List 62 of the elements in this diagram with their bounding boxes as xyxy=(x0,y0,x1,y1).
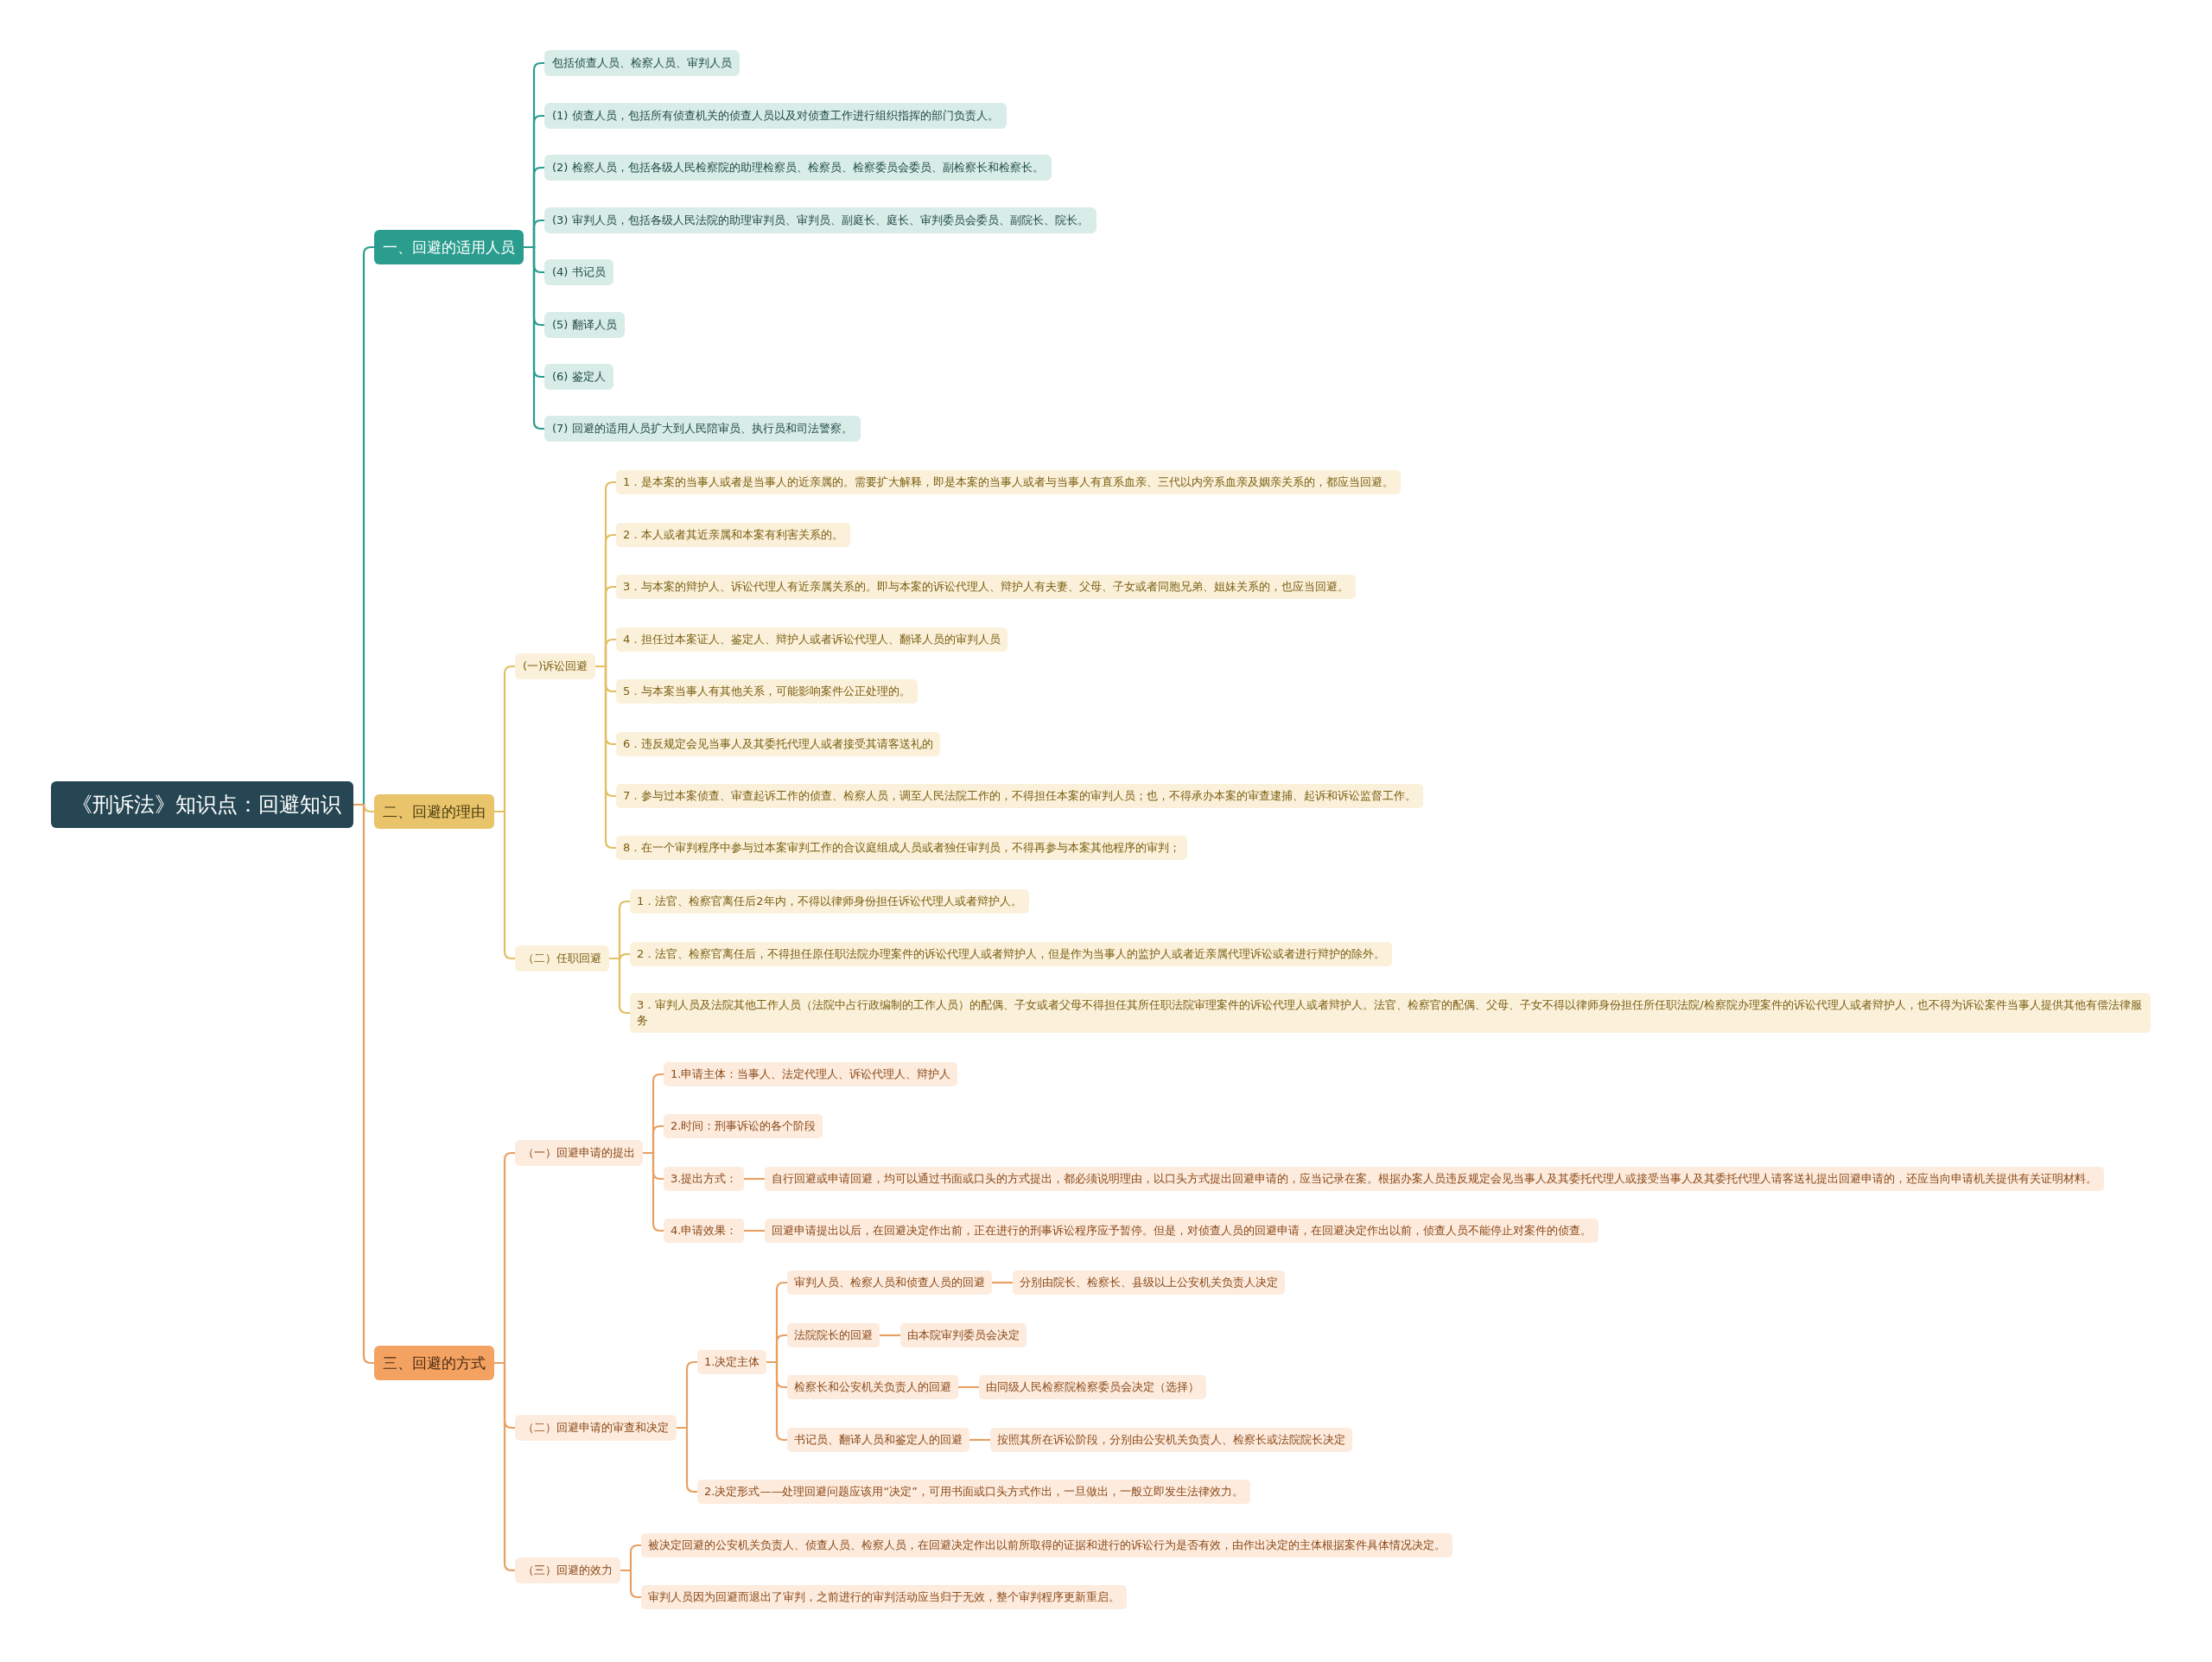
detail-box: 检察长和公安机关负责人的回避 xyxy=(787,1375,958,1399)
detail-box: 被决定回避的公安机关负责人、侦查人员、检察人员，在回避决定作出以前所取得的证据和进行的诉讼行为是否有效，由作出决定的主体根据案件具体情况决定。 xyxy=(641,1533,1452,1557)
connector-line xyxy=(643,1151,664,1232)
detail-box: 1．法官、检察官离任后2年内，不得以律师身份担任诉讼代理人或者辩护人。 xyxy=(630,889,1029,914)
main-branch-topic: 一、回避的适用人员 xyxy=(374,230,524,264)
connector-line xyxy=(766,1360,787,1442)
connector-line xyxy=(524,245,544,430)
detail-box: 3．与本案的辩护人、诉讼代理人有近亲属关系的。即与本案的诉讼代理人、辩护人有夫妻、父母、子女或者同胞兄弟、姐妹关系的，也应当回避。 xyxy=(616,575,1357,599)
main-branch-topic: 三、回避的方式 xyxy=(374,1346,494,1380)
subtopic-box: 包括侦查人员、检察人员、审判人员 xyxy=(544,50,740,76)
subtopic-box: (2) 检察人员，包括各级人民检察院的助理检察员、检察员、检察委员会委员、副检察长和检察长。 xyxy=(544,155,1052,181)
connector-line xyxy=(958,1385,979,1389)
connector-line xyxy=(595,665,616,850)
subtopic-box: (一)诉讼回避 xyxy=(515,653,596,679)
detail-box: 7．参与过本案侦查、审查起诉工作的侦查、检察人员，调至人民法院工作的，不得担任本案的审判人员；也，不得承办本案的审查逮捕、起诉和诉讼监督工作。 xyxy=(616,784,1424,808)
subtopic-box: (3) 审判人员，包括各级人民法院的助理审判员、审判员、副庭长、庭长、审判委员会委员、副院长、院长。 xyxy=(544,207,1096,233)
central-topic: 《刑诉法》知识点：回避知识 xyxy=(51,781,353,828)
subtopic-box: (6) 鉴定人 xyxy=(544,364,613,390)
detail-box: 书记员、翻译人员和鉴定人的回避 xyxy=(787,1428,969,1452)
subtopic-box: (1) 侦查人员，包括所有侦查机关的侦查人员以及对侦查工作进行组织指挥的部门负责人。 xyxy=(544,103,1007,129)
detail-box: 审判人员、检察人员和侦查人员的回避 xyxy=(787,1270,992,1295)
detail-box: 由同级人民检察院检察委员会决定（选择） xyxy=(979,1375,1206,1399)
detail-box: 2.时间：刑事诉讼的各个阶段 xyxy=(664,1114,823,1138)
detail-box: 1.决定主体 xyxy=(697,1350,767,1374)
connector-line xyxy=(969,1438,990,1442)
connector-line xyxy=(494,810,515,960)
connector-line xyxy=(744,1177,765,1181)
detail-box: 法院院长的回避 xyxy=(787,1323,880,1347)
detail-box: 2．法官、检察官离任后，不得担任原任职法院办理案件的诉讼代理人或者辩护人，但是作为当事人的监护人或者近亲属代理诉讼或者进行辩护的除外。 xyxy=(630,942,1393,966)
subtopic-box: (4) 书记员 xyxy=(544,259,613,285)
detail-box: 由本院审判委员会决定 xyxy=(900,1323,1027,1347)
subtopic-box: （二）回避申请的审查和决定 xyxy=(515,1415,677,1441)
detail-box: 5．与本案当事人有其他关系，可能影响案件公正处理的。 xyxy=(616,679,918,704)
connector-line xyxy=(620,1569,641,1599)
detail-box: 1．是本案的当事人或者是当事人的近亲属的。需要扩大解释，即是本案的当事人或者与当事人有直系血亲、三代以内旁系血亲及姻亲关系的，都应当回避。 xyxy=(616,470,1402,494)
detail-box: 2.决定形式——处理回避问题应该用“决定”，可用书面或口头方式作出，一旦做出，一般立即发生法律效力。 xyxy=(697,1480,1250,1504)
subtopic-box: （二）任职回避 xyxy=(515,946,609,971)
connector-line xyxy=(677,1426,697,1493)
detail-box: 审判人员因为回避而退出了审判，之前进行的审判活动应当归于无效，整个审判程序更新重启。 xyxy=(641,1585,1127,1609)
detail-box: 4.申请效果： xyxy=(664,1219,745,1243)
detail-box: 3.提出方式： xyxy=(664,1167,745,1191)
subtopic-box: (7) 回避的适用人员扩大到人民陪审员、执行员和司法警察。 xyxy=(544,416,861,442)
detail-box: 3．审判人员及法院其他工作人员（法院中占行政编制的工作人员）的配偶、子女或者父母不得担任其所任职法院审理案件的诉讼代理人或者辩护人。法官、检察官的配偶、父母、子女不得以律师身份担任所任职法院/检察院办理案件的诉讼代理人或者辩护人，也不得为诉讼案件当事人提供其他有偿法律服务 xyxy=(630,993,2151,1033)
connector-line xyxy=(494,1361,515,1572)
detail-box: 8．在一个审判程序中参与过本案审判工作的合议庭组成人员或者独任审判员，不得再参与本案其他程序的审判； xyxy=(616,836,1188,860)
detail-box: 2．本人或者其近亲属和本案有利害关系的。 xyxy=(616,523,851,547)
subtopic-box: (5) 翻译人员 xyxy=(544,312,625,338)
connector-line xyxy=(609,957,630,1015)
detail-box: 自行回避或申请回避，均可以通过书面或口头的方式提出，都必须说明理由，以口头方式提出回避申请的，应当记录在案。根据办案人员违反规定会见当事人及其委托代理人或接受当事人及其委托代理人请客送礼提出回避申请的，还应当向申请机关提供有关证明材料。 xyxy=(765,1167,2104,1191)
main-branch-topic: 二、回避的理由 xyxy=(374,794,494,829)
detail-box: 6．违反规定会见当事人及其委托代理人或者接受其请客送礼的 xyxy=(616,732,941,756)
detail-box: 1.申请主体：当事人、法定代理人、诉讼代理人、辩护人 xyxy=(664,1062,958,1086)
detail-box: 回避申请提出以后，在回避决定作出前，正在进行的刑事诉讼程序应予暂停。但是，对侦查人员的回避申请，在回避决定作出以前，侦查人员不能停止对案件的侦查。 xyxy=(765,1219,1599,1243)
detail-box: 分别由院长、检察长、县级以上公安机关负责人决定 xyxy=(1013,1270,1285,1295)
connector-line xyxy=(353,803,375,1365)
detail-box: 按照其所在诉讼阶段，分别由公安机关负责人、检察长或法院院长决定 xyxy=(990,1428,1352,1452)
detail-box: 4．担任过本案证人、鉴定人、辩护人或者诉讼代理人、翻译人员的审判人员 xyxy=(616,627,1008,652)
subtopic-box: （三）回避的效力 xyxy=(515,1557,620,1583)
connector-line xyxy=(992,1281,1013,1284)
connector-line xyxy=(880,1334,900,1337)
subtopic-box: （一）回避申请的提出 xyxy=(515,1140,643,1166)
connector-line xyxy=(744,1229,765,1232)
